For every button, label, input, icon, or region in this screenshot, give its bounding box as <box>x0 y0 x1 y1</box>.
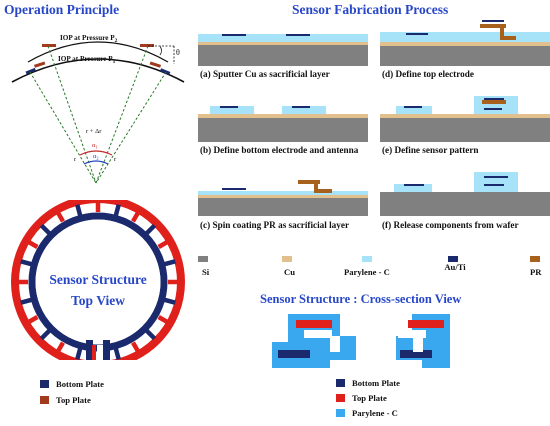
top-plate-spoke <box>22 315 39 327</box>
top-view-title-line1: Sensor Structure <box>49 272 146 287</box>
cross-section-title: Sensor Structure : Cross-section View <box>260 292 462 306</box>
legend-label-cu: Cu <box>284 267 295 277</box>
step-d-caption: (d) Define top electrode <box>382 69 474 79</box>
svg-text:θ: θ <box>176 48 180 57</box>
bottom-plate-spoke <box>20 259 37 268</box>
bottom-plate-spoke <box>20 296 37 305</box>
legend-swatch-si <box>198 256 208 262</box>
legend-label-au-ti: Au/Ti <box>444 262 466 272</box>
eye-surface-p2 <box>27 41 169 63</box>
legend-swatch-parylene <box>362 256 372 262</box>
legend-swatch-cu <box>282 256 292 262</box>
top-view-title-line2: Top View <box>71 293 125 308</box>
top-plate-spoke <box>53 206 65 223</box>
top-plate-spoke <box>131 206 143 223</box>
svg-text:r: r <box>114 156 117 163</box>
sensor-top-view-diagram: Sensor Structure Top View <box>11 200 185 360</box>
step-a-caption: (a) Sputter Cu as sacrificial layer <box>200 69 330 79</box>
legend-swatch-cs-bottom-plate <box>336 379 345 387</box>
bottom-plate-spoke <box>141 325 157 341</box>
svg-text:r: r <box>74 156 77 163</box>
legend-label-cs-parylene: Parylene - C <box>352 408 398 418</box>
step-f-diagram <box>380 172 550 216</box>
step-b-diagram <box>198 106 368 142</box>
legend-label-pr: PR <box>530 267 542 277</box>
cross-section-diagram <box>272 314 450 368</box>
bottom-plate-spoke <box>159 259 176 268</box>
step-c-caption: (c) Spin coating PR as sacrificial layer <box>200 220 350 230</box>
bottom-plate-spoke <box>112 343 121 360</box>
step-a-diagram <box>198 34 368 66</box>
bottom-plate-spoke <box>75 343 84 360</box>
operation-principle-title: Operation Principle <box>4 2 120 17</box>
sensor-bottom-plate-right <box>159 68 171 75</box>
bottom-plate-spoke <box>159 296 176 305</box>
step-f-caption: (f) Release components from wafer <box>382 220 519 230</box>
alpha1-arc <box>79 150 113 156</box>
sensor-top-plate-p1-left <box>33 61 46 68</box>
legend-swatch-au-ti <box>448 256 458 262</box>
bottom-plate-spoke <box>39 325 55 341</box>
sensor-top-plate-p1-right <box>149 61 162 68</box>
legend-label-top-plate: Top Plate <box>56 395 91 405</box>
svg-text:α2: α2 <box>93 153 99 161</box>
step-d-diagram <box>380 20 550 66</box>
svg-text:α1: α1 <box>92 142 98 150</box>
sensor-bottom-plate-left <box>25 67 36 75</box>
svg-text:IOP at Pressure P2: IOP at Pressure P2 <box>60 34 118 44</box>
legend-label-bottom-plate: Bottom Plate <box>56 379 104 389</box>
legend-swatch-cs-top-plate <box>336 394 345 402</box>
bottom-plate-spoke <box>112 204 121 221</box>
legend-swatch-cs-parylene <box>336 409 345 417</box>
legend-label-parylene: Parylene - C <box>344 267 390 277</box>
alpha2-arc <box>83 160 109 165</box>
bottom-plate-spoke <box>141 223 157 239</box>
sensor-top-plate-p2-right <box>140 44 154 47</box>
legend-label-cs-top-plate: Top Plate <box>352 393 387 403</box>
legend-swatch-top-plate <box>40 396 49 404</box>
legend-label-cs-bottom-plate: Bottom Plate <box>352 378 400 388</box>
top-plate-spoke <box>131 341 143 358</box>
svg-text:IOP at Pressure P1: IOP at Pressure P1 <box>58 55 116 65</box>
top-plate-spoke <box>157 237 174 249</box>
step-e-caption: (e) Define sensor pattern <box>382 145 479 155</box>
operation-principle-diagram: IOP at Pressure P2 IOP at Pressure P1 θ … <box>11 34 185 184</box>
top-plate-spoke <box>22 237 39 249</box>
step-b-caption: (b) Define bottom electrode and antenna <box>200 145 359 155</box>
top-plate-spoke <box>53 341 65 358</box>
legend-swatch-bottom-plate <box>40 380 49 388</box>
sensor-top-plate-p2-left <box>42 44 56 47</box>
top-plate-spoke <box>157 315 174 327</box>
svg-text:r + Δr: r + Δr <box>86 128 102 135</box>
bottom-plate-spoke <box>75 204 84 221</box>
legend-label-si: Si <box>202 267 210 277</box>
step-e-diagram <box>380 96 550 142</box>
fabrication-title: Sensor Fabrication Process <box>292 2 449 17</box>
bottom-plate-spoke <box>39 223 55 239</box>
legend-swatch-pr <box>530 256 540 262</box>
step-c-diagram <box>198 180 368 216</box>
